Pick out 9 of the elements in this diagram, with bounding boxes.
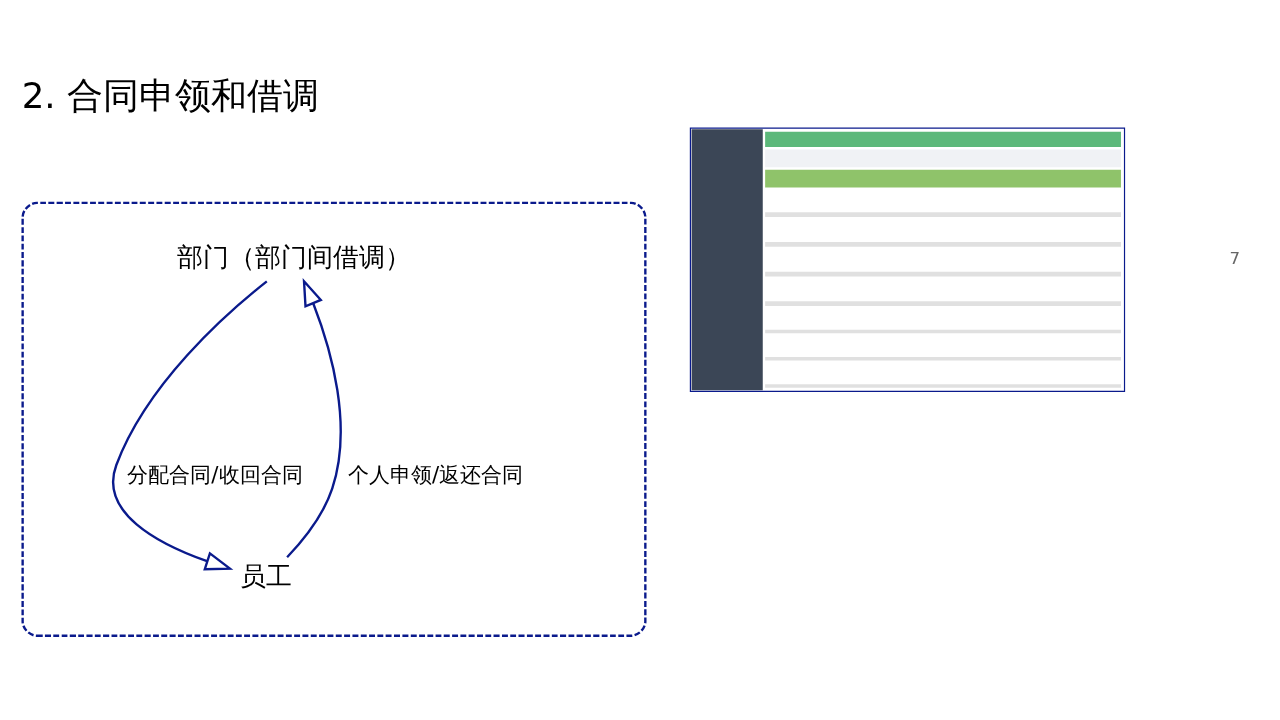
node-text: 员工 xyxy=(239,561,292,592)
node-text: 部门（部门间借调） xyxy=(177,242,412,273)
edge-label: 分配合同/收回合同 xyxy=(127,462,303,488)
diagram-title: 2. 合同申领和借调 xyxy=(21,74,319,116)
arrow xyxy=(286,277,342,559)
label: 7 xyxy=(1229,249,1241,269)
arrow xyxy=(112,280,268,571)
cluster xyxy=(21,201,647,637)
edge-label: 个人申领/返还合同 xyxy=(347,462,524,488)
